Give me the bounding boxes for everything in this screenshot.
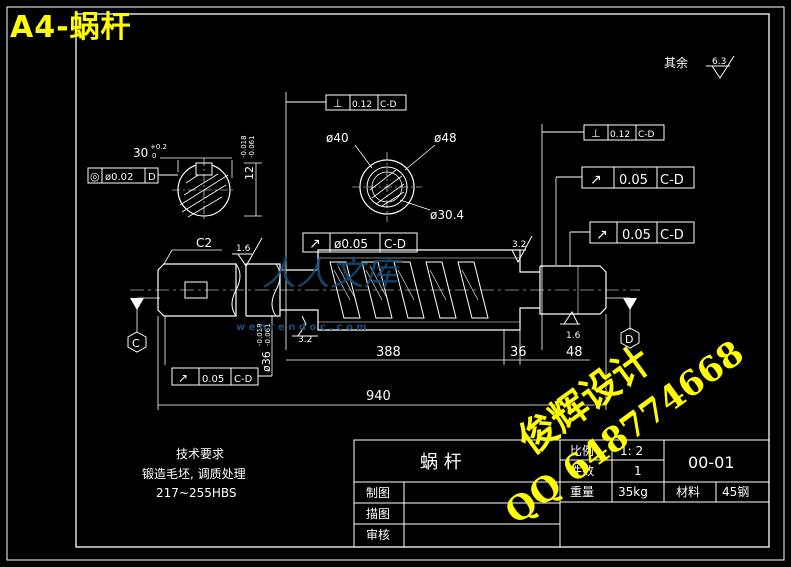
roughness-r3-symbol <box>508 235 533 264</box>
fcf-runout-right1-datum: C-D <box>660 173 684 188</box>
fcf-perp-right: ⊥ 0.12 C-D <box>541 124 665 350</box>
fcf-perp-top: ⊥ 0.12 C-D <box>285 92 407 350</box>
roughness-r4: 1.6 <box>566 331 581 341</box>
worm-section <box>352 144 436 222</box>
fcf-runout-right1-symbol: ↗ <box>590 172 602 188</box>
scale-value: 1: 2 <box>620 444 643 458</box>
fcf-perp-right-symbol: ⊥ <box>591 127 601 140</box>
fcf-runout-right2-datum: C-D <box>660 228 684 243</box>
fcf-runout-right2-symbol: ↗ <box>596 227 608 243</box>
roughness-r2: 3.2 <box>298 335 312 345</box>
keyway-angle-tol-upper: +0.2 <box>150 143 167 151</box>
shaft-tol-upper: -0.018 <box>256 323 264 346</box>
keyway-angle: 30 <box>133 146 148 160</box>
dim-388: 388 <box>376 345 401 360</box>
dimension-lines <box>157 314 607 410</box>
traced-label: 描图 <box>366 507 390 521</box>
fcf-perp-top-symbol: ⊥ <box>333 97 343 110</box>
qty-label: 件数 <box>570 463 594 478</box>
datum-d: D <box>606 297 640 349</box>
fcf-sym-value: ø0.02 <box>105 172 133 183</box>
fcf-sym-key: ◎ ø0.02 D <box>87 167 178 184</box>
site-logo: 人人文库 <box>262 254 403 294</box>
material-value: 45钢 <box>722 485 749 499</box>
shaft-tol-lower: -0.061 <box>264 323 272 346</box>
shaft-dia: ø36 <box>260 351 273 372</box>
fcf-sym-symbol: ◎ <box>90 170 100 183</box>
keyway-depth: 12 <box>243 166 256 180</box>
qty-value: 1 <box>634 464 642 478</box>
tech-req-title: 技术要求 <box>176 447 224 461</box>
outer-border <box>6 6 785 561</box>
title-block <box>353 439 770 548</box>
fcf-runout-bottom: ↗ 0.05 C-D <box>171 316 273 386</box>
dim-940: 940 <box>366 389 391 404</box>
fcf-perp-right-value: 0.12 <box>610 130 630 140</box>
fcf-sym-datum: D <box>148 172 156 183</box>
default-roughness-value: 6.3 <box>712 57 726 67</box>
roughness-r2-symbol <box>292 315 318 337</box>
fcf-runout-bottom-symbol: ↗ <box>178 371 188 385</box>
fcf-perp-top-value: 0.12 <box>352 100 372 110</box>
section-dia30-4: ø30.4 <box>430 208 464 222</box>
checked-label: 审核 <box>366 527 390 542</box>
fcf-runout-mid-value: ø0.05 <box>334 237 368 251</box>
material-label: 材料 <box>676 485 700 499</box>
scale-label: 比例 <box>570 444 594 458</box>
drawn-label: 制图 <box>366 486 390 500</box>
weight-label: 重量 <box>570 485 594 499</box>
roughness-r1-symbol <box>232 237 263 267</box>
fcf-runout-mid-symbol: ↗ <box>309 236 321 252</box>
fcf-runout-mid: ↗ ø0.05 C-D <box>302 232 418 253</box>
tech-req-line1: 锻造毛坯, 调质处理 <box>142 467 246 481</box>
weight-value: 35kg <box>618 485 648 499</box>
keyway-depth-tol-upper: -0.018 <box>240 135 248 158</box>
qita-label: 其余 <box>664 55 688 70</box>
fcf-runout-right2: ↗ 0.05 C-D <box>569 221 695 266</box>
section-dia40: ø40 <box>326 131 349 145</box>
dim-48: 48 <box>566 345 583 360</box>
default-roughness-symbol <box>706 55 735 79</box>
drawing-no: 00-01 <box>688 453 735 472</box>
keyway-depth-tol-lower: -0.061 <box>248 135 256 158</box>
fcf-runout-bottom-datum: C-D <box>234 374 253 385</box>
chamfer-label: C2 <box>196 236 212 250</box>
drawing-title: A4-蜗杆 <box>10 10 132 45</box>
site-url: w e n r e n d o c . c o m <box>236 322 367 333</box>
part-name: 蜗 杆 <box>420 452 462 473</box>
fcf-perp-right-datum: C-D <box>638 130 655 140</box>
roughness-r4-symbol <box>560 311 580 325</box>
datum-c-label: C <box>132 337 140 350</box>
worm-shaft <box>130 249 640 331</box>
datum-d-label: D <box>625 333 633 346</box>
keyway-section <box>160 157 262 222</box>
tech-req-line2: 217~255HBS <box>156 486 237 500</box>
section-dia48: ø48 <box>434 131 457 145</box>
fcf-runout-right1: ↗ 0.05 C-D <box>555 166 695 265</box>
keyway-angle-tol-lower: 0 <box>152 152 156 160</box>
fcf-runout-mid-datum: C-D <box>384 237 406 251</box>
fcf-runout-bottom-value: 0.05 <box>202 374 224 385</box>
dim-36: 36 <box>510 345 527 360</box>
datum-c: C <box>127 297 160 353</box>
roughness-r1: 1.6 <box>236 244 251 254</box>
fcf-perp-top-datum: C-D <box>380 100 397 110</box>
roughness-r3: 3.2 <box>512 240 526 250</box>
fcf-runout-right1-value: 0.05 <box>619 173 648 188</box>
fcf-runout-right2-value: 0.05 <box>622 228 651 243</box>
